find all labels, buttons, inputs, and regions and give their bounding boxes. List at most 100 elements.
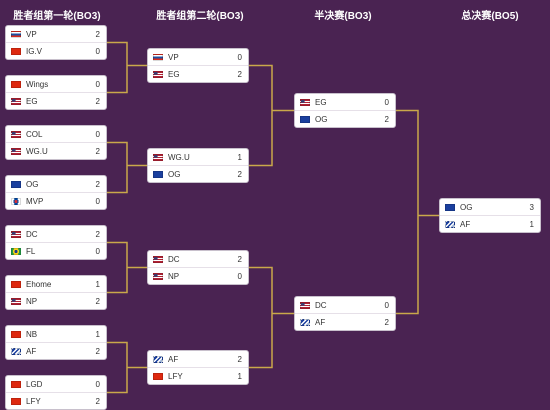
flag-sa-icon — [445, 220, 455, 228]
team-name: OG — [168, 169, 181, 179]
flag-us-icon — [11, 230, 21, 238]
team-name: OG — [460, 202, 473, 212]
flag-eu-icon — [300, 115, 310, 123]
team-score: 0 — [95, 79, 100, 89]
team-score: 1 — [237, 371, 242, 381]
team-score: 1 — [95, 329, 100, 339]
team-name: LFY — [26, 396, 41, 406]
team-score: 2 — [95, 96, 100, 106]
flag-ru-icon — [153, 53, 163, 61]
team-score: 0 — [95, 196, 100, 206]
flag-cn-icon — [11, 280, 21, 288]
flag-eu-icon — [445, 203, 455, 211]
team-name: FL — [26, 246, 36, 256]
team-score: 1 — [95, 279, 100, 289]
flag-sa-icon — [153, 355, 163, 363]
flag-cn-icon — [11, 397, 21, 405]
team-name: IG.V — [26, 46, 43, 56]
team-name: OG — [315, 114, 328, 124]
team-name: WG.U — [26, 146, 48, 156]
team-row[interactable]: AF 2 — [148, 351, 248, 367]
team-name: DC — [26, 229, 38, 239]
team-name: AF — [168, 354, 179, 364]
flag-ru-icon — [11, 30, 21, 38]
team-row[interactable]: NP 0 — [148, 267, 248, 284]
team-score: 0 — [237, 271, 242, 281]
round-header-4: 总决赛(BO5) — [461, 11, 519, 22]
team-row[interactable]: IG.V 0 — [6, 42, 106, 59]
team-name: DC — [315, 300, 327, 310]
team-name: MVP — [26, 196, 44, 206]
team-row[interactable]: AF 2 — [295, 313, 395, 330]
team-score: 0 — [95, 46, 100, 56]
bracket-connector — [107, 141, 147, 194]
team-row[interactable]: DC 0 — [295, 297, 395, 313]
flag-us-icon — [11, 130, 21, 138]
team-row[interactable]: OG 2 — [148, 165, 248, 182]
team-score: 0 — [237, 52, 242, 62]
team-name: COL — [26, 129, 43, 139]
round-header-1: 胜者组第一轮(BO3) — [13, 11, 101, 22]
team-score: 2 — [237, 254, 242, 264]
team-row[interactable]: LFY 2 — [6, 392, 106, 409]
team-score: 2 — [95, 396, 100, 406]
team-row[interactable]: MVP 0 — [6, 192, 106, 209]
flag-us-icon — [153, 153, 163, 161]
team-score: 0 — [95, 246, 100, 256]
team-score: 2 — [95, 296, 100, 306]
flag-us-icon — [11, 297, 21, 305]
team-row[interactable]: FL 0 — [6, 242, 106, 259]
team-name: Wings — [26, 79, 49, 89]
team-score: 2 — [237, 169, 242, 179]
team-score: 0 — [384, 300, 389, 310]
team-name: AF — [315, 317, 326, 327]
flag-us-icon — [300, 98, 310, 106]
team-score: 0 — [95, 379, 100, 389]
bracket-connector — [107, 241, 147, 294]
flag-kr-icon — [11, 197, 21, 205]
team-row[interactable]: Wings 0 — [6, 76, 106, 92]
team-score: 2 — [237, 354, 242, 364]
team-score: 2 — [384, 317, 389, 327]
flag-cn-icon — [11, 380, 21, 388]
team-score: 0 — [384, 97, 389, 107]
team-name: AF — [26, 346, 37, 356]
team-name: NP — [168, 271, 180, 281]
